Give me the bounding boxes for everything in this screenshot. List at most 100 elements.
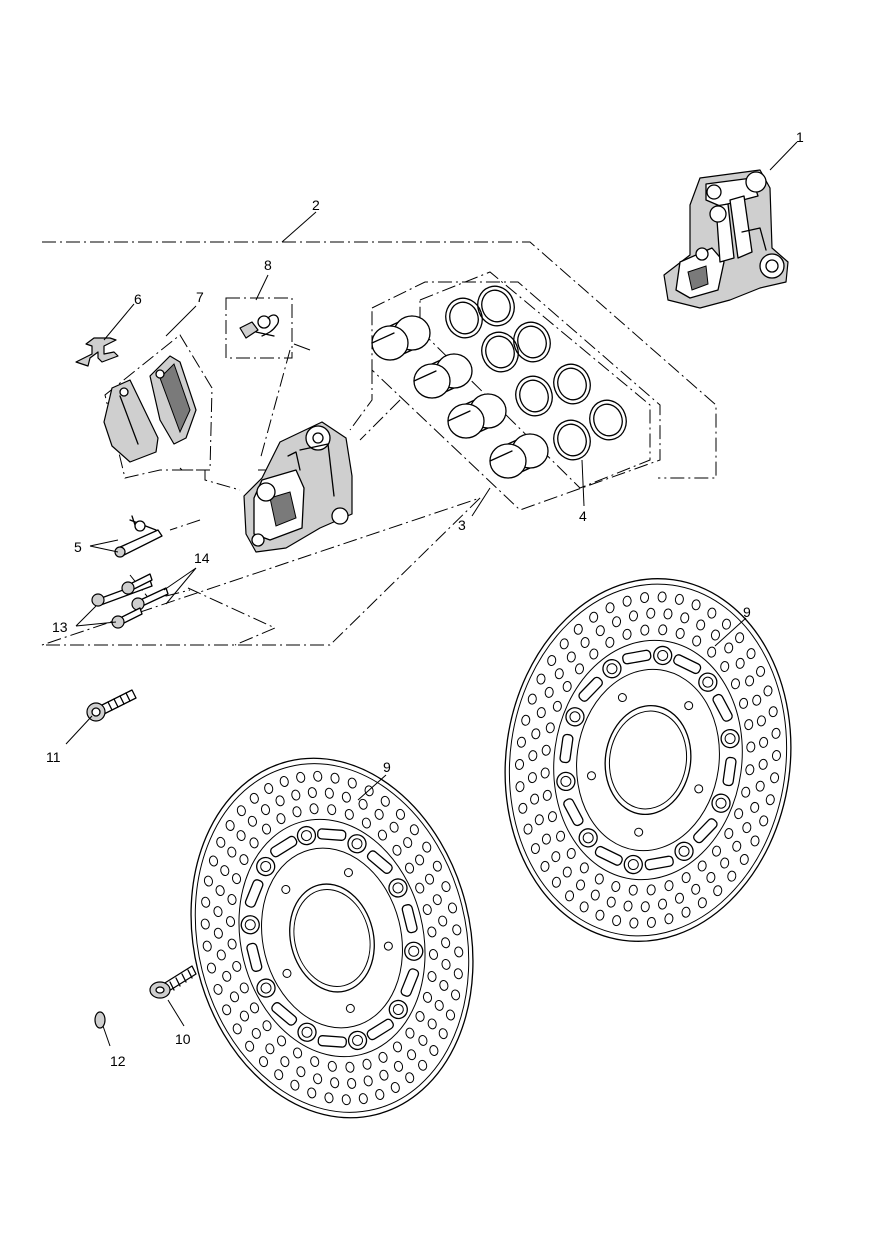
drill-hole — [542, 789, 552, 801]
drill-hole — [562, 680, 572, 692]
callout-labels: 1 2 3 4 5 6 7 8 9 9 10 11 12 13 14 — [46, 129, 804, 1069]
drill-hole — [429, 1045, 439, 1056]
kit-inner-outline — [187, 587, 277, 646]
caliper-assembly — [663, 169, 789, 309]
seal — [513, 321, 551, 363]
drill-hole — [216, 836, 226, 848]
drill-hole — [745, 764, 755, 776]
drill-hole — [395, 808, 406, 820]
pad-group-outline — [104, 334, 213, 479]
pad-spring — [75, 337, 119, 367]
disc-rim-edge — [194, 763, 470, 1113]
pad-pin — [114, 515, 163, 558]
drill-hole — [750, 835, 760, 847]
disc-button — [711, 793, 731, 813]
drill-hole — [707, 646, 717, 658]
drill-hole — [765, 794, 775, 806]
disc-slot — [693, 818, 718, 844]
drill-hole — [290, 1079, 300, 1091]
callout-9-lower: 9 — [383, 759, 391, 775]
drill-hole — [544, 686, 554, 698]
drill-hole — [664, 880, 674, 892]
disc-button — [404, 941, 424, 961]
drill-hole — [260, 804, 271, 816]
drill-hole — [427, 926, 437, 938]
drill-hole — [697, 897, 707, 909]
disc-button — [674, 841, 694, 861]
drill-hole — [249, 792, 259, 804]
drill-hole — [611, 881, 621, 892]
drill-hole — [409, 824, 419, 836]
washer-12 — [94, 1011, 106, 1029]
drill-hole — [364, 785, 374, 797]
drill-hole — [663, 608, 673, 620]
drill-hole — [735, 657, 745, 669]
drill-hole — [739, 853, 749, 865]
drill-hole — [746, 741, 756, 753]
disc-button — [720, 728, 740, 749]
callout-10: 10 — [175, 1031, 191, 1047]
drill-hole — [422, 991, 433, 1003]
disc-carrier — [576, 668, 720, 852]
drill-hole — [418, 1035, 428, 1046]
drill-hole — [696, 619, 706, 631]
drill-hole — [225, 820, 235, 831]
drill-hole — [763, 685, 773, 697]
disc-slot — [246, 942, 263, 972]
drill-hole — [341, 791, 351, 803]
drill-hole — [574, 663, 584, 675]
drill-hole — [293, 1047, 303, 1059]
drill-hole — [404, 862, 415, 874]
drill-hole — [515, 781, 525, 793]
drill-hole — [640, 624, 650, 636]
drill-hole — [680, 612, 690, 624]
brake-disc-lower — [190, 757, 474, 1119]
drill-hole — [307, 1087, 317, 1099]
drill-hole — [280, 1056, 290, 1068]
disc-button — [347, 1030, 368, 1051]
drill-hole — [605, 636, 615, 648]
drill-hole — [274, 1069, 284, 1081]
drill-hole — [674, 892, 684, 904]
drill-hole — [324, 1092, 334, 1104]
disc-slot — [400, 968, 420, 997]
seal — [515, 375, 553, 417]
hardware-group-outline — [225, 297, 293, 359]
drill-hole — [735, 632, 745, 644]
drill-hole — [279, 776, 289, 787]
seal — [477, 285, 515, 327]
drill-hole — [441, 937, 451, 949]
drill-hole — [407, 1049, 417, 1061]
disc-bolt-hole — [617, 693, 627, 703]
drill-hole — [261, 823, 272, 835]
drill-hole — [276, 813, 286, 825]
disc-slot — [366, 1018, 394, 1041]
drill-hole — [275, 795, 285, 807]
drill-hole — [681, 906, 691, 918]
drill-hole — [664, 913, 674, 925]
drill-hole — [327, 804, 337, 816]
drill-hole — [258, 1056, 269, 1068]
drill-hole — [750, 801, 760, 813]
drill-hole — [392, 1041, 403, 1053]
callout-12: 12 — [110, 1053, 126, 1069]
drill-hole — [580, 637, 590, 649]
drill-hole — [292, 806, 302, 818]
drill-hole — [541, 744, 551, 756]
drill-hole — [521, 714, 531, 726]
drill-hole — [220, 865, 230, 877]
disc-bolt-hole — [345, 1003, 355, 1013]
drill-hole — [545, 722, 555, 734]
drill-hole — [540, 767, 550, 779]
drill-hole — [422, 841, 432, 853]
drill-hole — [622, 595, 632, 607]
disc-bolt-hole — [282, 968, 292, 978]
drill-hole — [657, 591, 667, 603]
drill-hole — [341, 1094, 351, 1106]
drill-hole — [232, 960, 242, 972]
drill-hole — [310, 1056, 320, 1067]
drill-hole — [724, 828, 734, 840]
drill-hole — [405, 1072, 415, 1084]
drill-hole — [534, 814, 544, 826]
drill-hole — [646, 884, 656, 896]
